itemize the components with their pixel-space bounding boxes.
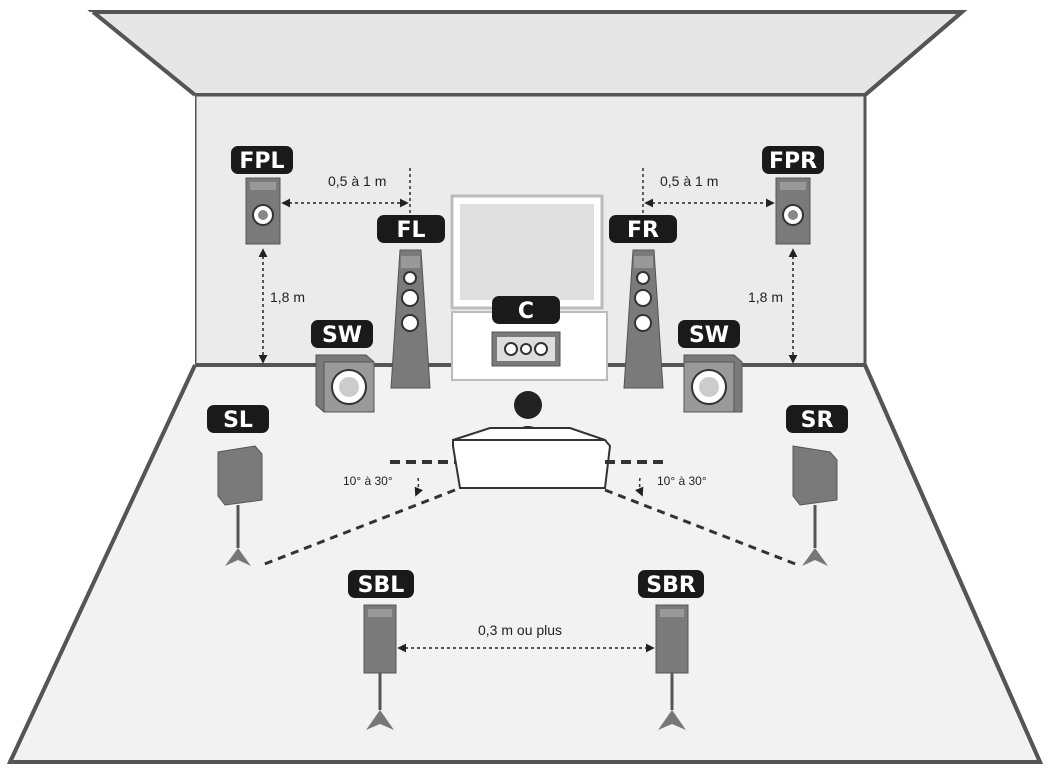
stand-base-icon (225, 548, 251, 566)
speaker-fl (390, 249, 431, 389)
speaker-fpr (775, 177, 811, 245)
stand-base-icon (802, 548, 828, 566)
speaker-fpl (245, 177, 281, 245)
person-icon (514, 391, 542, 419)
label-sl-text: SL (223, 408, 253, 433)
label-sw-left: SW (311, 320, 373, 348)
stand-base-icon (366, 710, 394, 730)
label-sr-text: SR (801, 408, 834, 433)
label-sbr-text: SBR (646, 573, 696, 598)
label-fl-text: FL (396, 218, 425, 243)
ceiling (87, 10, 968, 97)
guide-lines (261, 168, 799, 567)
label-fr-text: FR (627, 218, 659, 243)
fpr-height-text: 1,8 m (748, 289, 783, 305)
label-sw-right: SW (678, 320, 740, 348)
label-fpr: FPR (762, 146, 824, 174)
dimension-arrows (258, 198, 798, 653)
speaker-sw-right (683, 354, 743, 413)
fpl-height-text: 1,8 m (270, 289, 305, 305)
speaker-c (491, 331, 561, 367)
sb-gap-text: 0,3 m ou plus (478, 622, 562, 638)
label-c-text: C (518, 299, 534, 324)
label-sw-left-text: SW (322, 323, 362, 348)
speaker-sw-left (315, 354, 375, 413)
label-fpl-text: FPL (239, 149, 284, 174)
label-sl: SL (207, 405, 269, 433)
label-fr: FR (609, 215, 677, 243)
room (6, 10, 1044, 764)
stand-base-icon (658, 710, 686, 730)
speaker-sbl (363, 604, 397, 730)
label-c: C (492, 296, 560, 324)
label-fl: FL (377, 215, 445, 243)
label-fpr-text: FPR (769, 149, 817, 174)
sofa (452, 439, 612, 489)
fpl-gap-text: 0,5 à 1 m (328, 173, 386, 189)
speaker-sr (792, 445, 838, 566)
label-sbl: SBL (348, 570, 414, 598)
label-sr: SR (786, 405, 848, 433)
label-sw-right-text: SW (689, 323, 729, 348)
speaker-sl (217, 445, 263, 566)
speaker-sbr (655, 604, 689, 730)
label-sbl-text: SBL (358, 573, 405, 598)
sl-angle-text: 10° à 30° (343, 474, 393, 488)
label-sbr: SBR (638, 570, 704, 598)
speaker-fr (623, 249, 664, 389)
sr-angle-text: 10° à 30° (657, 474, 707, 488)
fpr-gap-text: 0,5 à 1 m (660, 173, 718, 189)
label-fpl: FPL (231, 146, 293, 174)
listener (452, 391, 612, 489)
